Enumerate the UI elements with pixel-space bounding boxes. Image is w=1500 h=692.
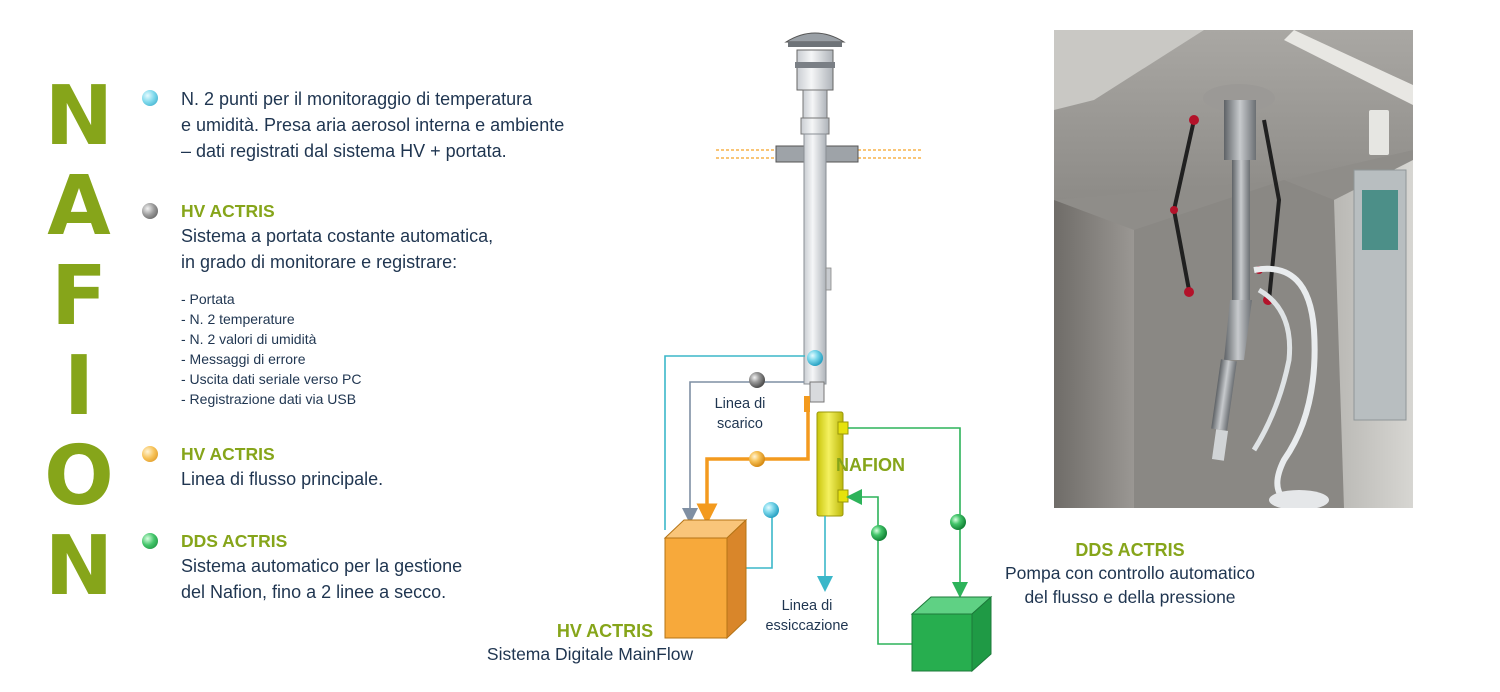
grey-sensor-dot: [749, 372, 765, 388]
exhaust-line-label: Linea di scarico: [700, 394, 780, 434]
cyan-sensor-dot: [807, 350, 823, 366]
feature-list: - Portata - N. 2 temperature - N. 2 valo…: [181, 289, 661, 409]
title-letter: I: [63, 339, 95, 434]
dds-caption: DDS ACTRIS Pompa con controllo automatic…: [960, 540, 1300, 609]
nafion-label: NAFION: [836, 455, 905, 475]
vertical-title: N A F I O N: [34, 72, 124, 612]
green-dot-icon: [142, 533, 158, 549]
title-letter: O: [44, 429, 114, 524]
legend-line: Linea di flusso principale.: [181, 469, 384, 489]
label-line: Linea di: [781, 598, 833, 614]
title-letter: A: [47, 159, 111, 254]
label-line: scarico: [717, 416, 763, 432]
legend-title: HV ACTRIS: [181, 444, 275, 464]
cyan-sensor-dot: [763, 502, 779, 518]
nafion-dryer: [816, 411, 849, 517]
green-pump-out-line: [848, 427, 968, 598]
legend-line: e umidità. Presa aria aerosol interna e …: [181, 115, 565, 135]
title-letter: N: [44, 69, 114, 164]
green-flow-dot: [950, 514, 966, 530]
cyan-sensor-line: [664, 355, 805, 530]
legend-body: HV ACTRIS Sistema a portata costante aut…: [181, 199, 661, 409]
grey-exhaust-line: [682, 381, 804, 524]
legend-body: DDS ACTRIS Sistema automatico per la ges…: [181, 529, 661, 605]
legend-body: HV ACTRIS Linea di flusso principale.: [181, 442, 661, 492]
legend-body: N. 2 punti per il monitoraggio di temper…: [181, 86, 661, 164]
drying-line-label: Linea di essiccazione: [755, 596, 859, 636]
dds-caption-line: Pompa con controllo automatico: [1005, 563, 1255, 583]
dds-caption-line: del flusso e della pressione: [1024, 587, 1236, 607]
title-letter: N: [44, 519, 114, 614]
legend-line: Sistema a portata costante automatica,: [181, 226, 494, 246]
legend-line: del Nafion, fino a 2 linee a secco.: [181, 582, 447, 602]
cyan-hv-sensor-line: [746, 512, 773, 569]
legend-line: – dati registrati dal sistema HV + porta…: [181, 141, 507, 161]
legend-title: HV ACTRIS: [181, 201, 275, 221]
orange-dot-icon: [142, 446, 158, 462]
orange-flow-dot: [749, 451, 765, 467]
legend-line: Sistema automatico per la gestione: [181, 556, 463, 576]
feature-item: - Messaggi di errore: [181, 351, 306, 367]
green-flow-dot: [871, 525, 887, 541]
legend-title: DDS ACTRIS: [181, 531, 288, 551]
feature-item: - Registrazione dati via USB: [181, 391, 357, 407]
feature-item: - Uscita dati seriale verso PC: [181, 371, 362, 387]
green-pump-return-line: [846, 489, 912, 645]
installation-photo-illustration: [1054, 30, 1413, 508]
hv-actris-box: [663, 518, 748, 640]
hv-caption: HV ACTRIS Sistema Digitale MainFlow: [450, 621, 730, 666]
label-line: essiccazione: [765, 618, 849, 634]
grey-dot-icon: [142, 203, 158, 219]
cyan-dot-icon: [142, 90, 158, 106]
title-letter: F: [50, 249, 107, 344]
hv-caption-text: Sistema Digitale MainFlow: [486, 644, 694, 664]
label-line: Linea di: [714, 396, 766, 412]
dds-actris-box: [910, 595, 993, 673]
legend-line: in grado di monitorare e registrare:: [181, 252, 458, 272]
dds-caption-title: DDS ACTRIS: [1075, 540, 1185, 560]
feature-item: - N. 2 valori di umidità: [181, 331, 317, 347]
installation-photo: [1054, 30, 1413, 508]
feature-item: - N. 2 temperature: [181, 311, 295, 327]
feature-item: - Portata: [181, 291, 235, 307]
sampling-tube: [803, 133, 827, 385]
legend-line: N. 2 punti per il monitoraggio di temper…: [181, 89, 533, 109]
hv-caption-title: HV ACTRIS: [556, 621, 654, 641]
sampling-head: [784, 32, 846, 135]
